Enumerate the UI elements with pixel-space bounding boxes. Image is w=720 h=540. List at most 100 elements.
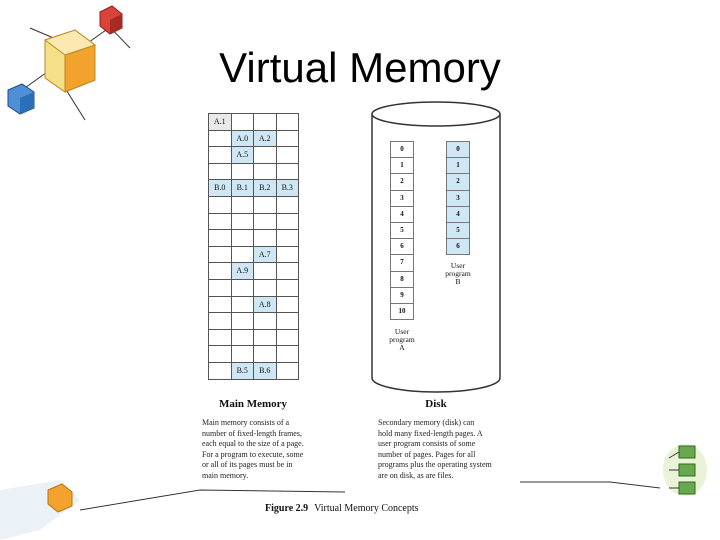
frame-cell <box>231 230 254 247</box>
frame-cell <box>254 263 277 280</box>
text-line: number of pages. Pages for all <box>378 449 476 459</box>
frame-cell <box>254 346 277 363</box>
page-cell: 9 <box>390 287 414 304</box>
frame-cell <box>276 346 299 363</box>
text-line: Main memory consists of a <box>202 418 290 427</box>
frame-cell <box>231 213 254 231</box>
frame-cell: A.1 <box>209 114 232 131</box>
text-line: Secondary memory (disk) can <box>378 418 475 427</box>
page-cell: 0 <box>446 142 470 159</box>
page-cell: 2 <box>390 174 414 191</box>
frame-cell <box>276 362 299 380</box>
frame-row <box>209 230 299 247</box>
frame-row <box>209 346 299 363</box>
frame-cell <box>209 230 232 247</box>
text-line: or all of its pages must be in <box>202 460 293 470</box>
page-cell: 3 <box>446 190 470 207</box>
frame-cell <box>276 329 299 347</box>
frame-cell <box>231 114 254 131</box>
frame-cell <box>276 163 299 181</box>
frame-row: A.7 <box>209 246 299 264</box>
text-line: each equal to the size of a page. <box>202 439 304 449</box>
frame-cell <box>209 196 232 214</box>
text-line: programs plus the operating system <box>378 460 492 470</box>
frame-cell <box>231 346 254 363</box>
frame-cell: B.3 <box>276 180 299 197</box>
frame-row <box>209 313 299 330</box>
page-cell: 3 <box>390 190 414 207</box>
frame-row <box>209 279 299 297</box>
frame-cell <box>231 313 254 330</box>
frame-cell <box>231 296 254 314</box>
frame-cell: A.9 <box>231 263 254 280</box>
page-cell: 6 <box>390 239 414 256</box>
frame-cell <box>276 147 299 164</box>
page-cell: 2 <box>446 174 470 191</box>
page-cell: 7 <box>390 255 414 272</box>
frame-cell <box>254 279 277 297</box>
frame-row <box>209 196 299 214</box>
frame-cell: B.5 <box>231 362 254 380</box>
page-cell: 10 <box>390 303 414 321</box>
page-cell: 6 <box>446 239 470 256</box>
text-line: number of fixed-length frames, <box>202 428 302 438</box>
page-cell: 8 <box>390 271 414 288</box>
frame-cell: B.2 <box>254 180 277 197</box>
page-cell: 5 <box>446 222 470 240</box>
frame-cell <box>231 163 254 181</box>
slide-title: Virtual Memory <box>219 44 501 91</box>
text-line: program <box>445 269 471 278</box>
frame-cell <box>209 329 232 347</box>
frame-cell <box>276 230 299 247</box>
decorative-boxes-icon <box>663 444 707 496</box>
text-line: main memory. <box>202 470 249 480</box>
text-line: User <box>394 327 410 336</box>
frame-cell: A.7 <box>254 246 277 264</box>
frame-cell <box>209 147 232 164</box>
frame-cell <box>209 130 232 148</box>
page-cell: 4 <box>390 206 414 223</box>
text-line: A <box>399 343 405 352</box>
text-line: are on disk, as are files. <box>378 470 454 480</box>
frame-row: A.8 <box>209 296 299 314</box>
frame-cell <box>276 213 299 231</box>
decorative-line-icon <box>0 480 661 540</box>
page-cell: 1 <box>446 158 470 175</box>
frame-row <box>209 163 299 181</box>
frame-cell <box>209 362 232 380</box>
main-memory-label: Main Memory <box>218 398 288 410</box>
figure-caption-text: Virtual Memory Concepts <box>314 503 419 514</box>
frame-cell <box>254 230 277 247</box>
frame-cell <box>209 296 232 314</box>
frame-cell: A.2 <box>254 130 277 148</box>
figure-number: Figure 2.9 <box>265 503 309 514</box>
text-line: B <box>455 277 461 286</box>
frame-row <box>209 213 299 231</box>
frame-cell: A.5 <box>231 147 254 164</box>
page-cell: 1 <box>390 158 414 175</box>
page-cell: 4 <box>446 206 470 223</box>
frame-cell: B.1 <box>231 180 254 197</box>
frame-cell <box>209 163 232 181</box>
frame-cell <box>276 246 299 264</box>
frame-cell <box>276 296 299 314</box>
frame-cell <box>254 313 277 330</box>
frame-row: A.1 <box>209 114 299 131</box>
frame-cell <box>209 313 232 330</box>
disk-label: Disk <box>425 398 447 410</box>
frame-cell <box>231 246 254 264</box>
frame-cell <box>209 346 232 363</box>
frame-cell <box>209 279 232 297</box>
page-cell: 5 <box>390 222 414 240</box>
frame-cell: A.8 <box>254 296 277 314</box>
text-line: For a program to execute, some <box>202 449 304 459</box>
frame-cell <box>276 114 299 131</box>
frame-cell <box>231 279 254 297</box>
